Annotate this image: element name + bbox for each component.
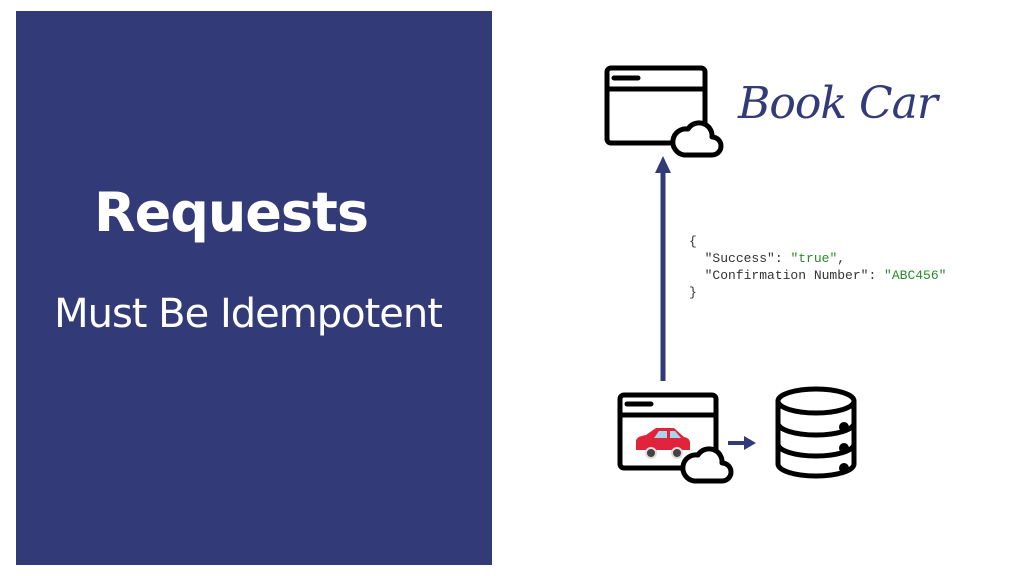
json-confirmation-value: "ABC456" (884, 268, 947, 283)
json-response: { "Success": "true", "Confirmation Numbe… (689, 234, 947, 300)
database-icon (775, 386, 857, 479)
car-icon (636, 428, 690, 459)
json-confirmation-key: "Confirmation Number" (704, 268, 869, 283)
slide-subtitle: Must Be Idempotent (54, 291, 443, 337)
arrow-up-icon (655, 156, 671, 381)
arrow-right-icon (728, 436, 756, 450)
book-car-label: Book Car (738, 78, 938, 129)
json-success-value: "true" (790, 251, 838, 266)
json-success-key: "Success" (704, 251, 775, 266)
title-panel: Requests Must Be Idempotent (16, 11, 492, 565)
json-close-brace: } (689, 285, 697, 300)
json-open-brace: { (689, 234, 697, 249)
browser-cloud-icon (604, 65, 724, 158)
slide-title: Requests (93, 181, 369, 244)
browser-car-cloud-icon (617, 392, 734, 484)
